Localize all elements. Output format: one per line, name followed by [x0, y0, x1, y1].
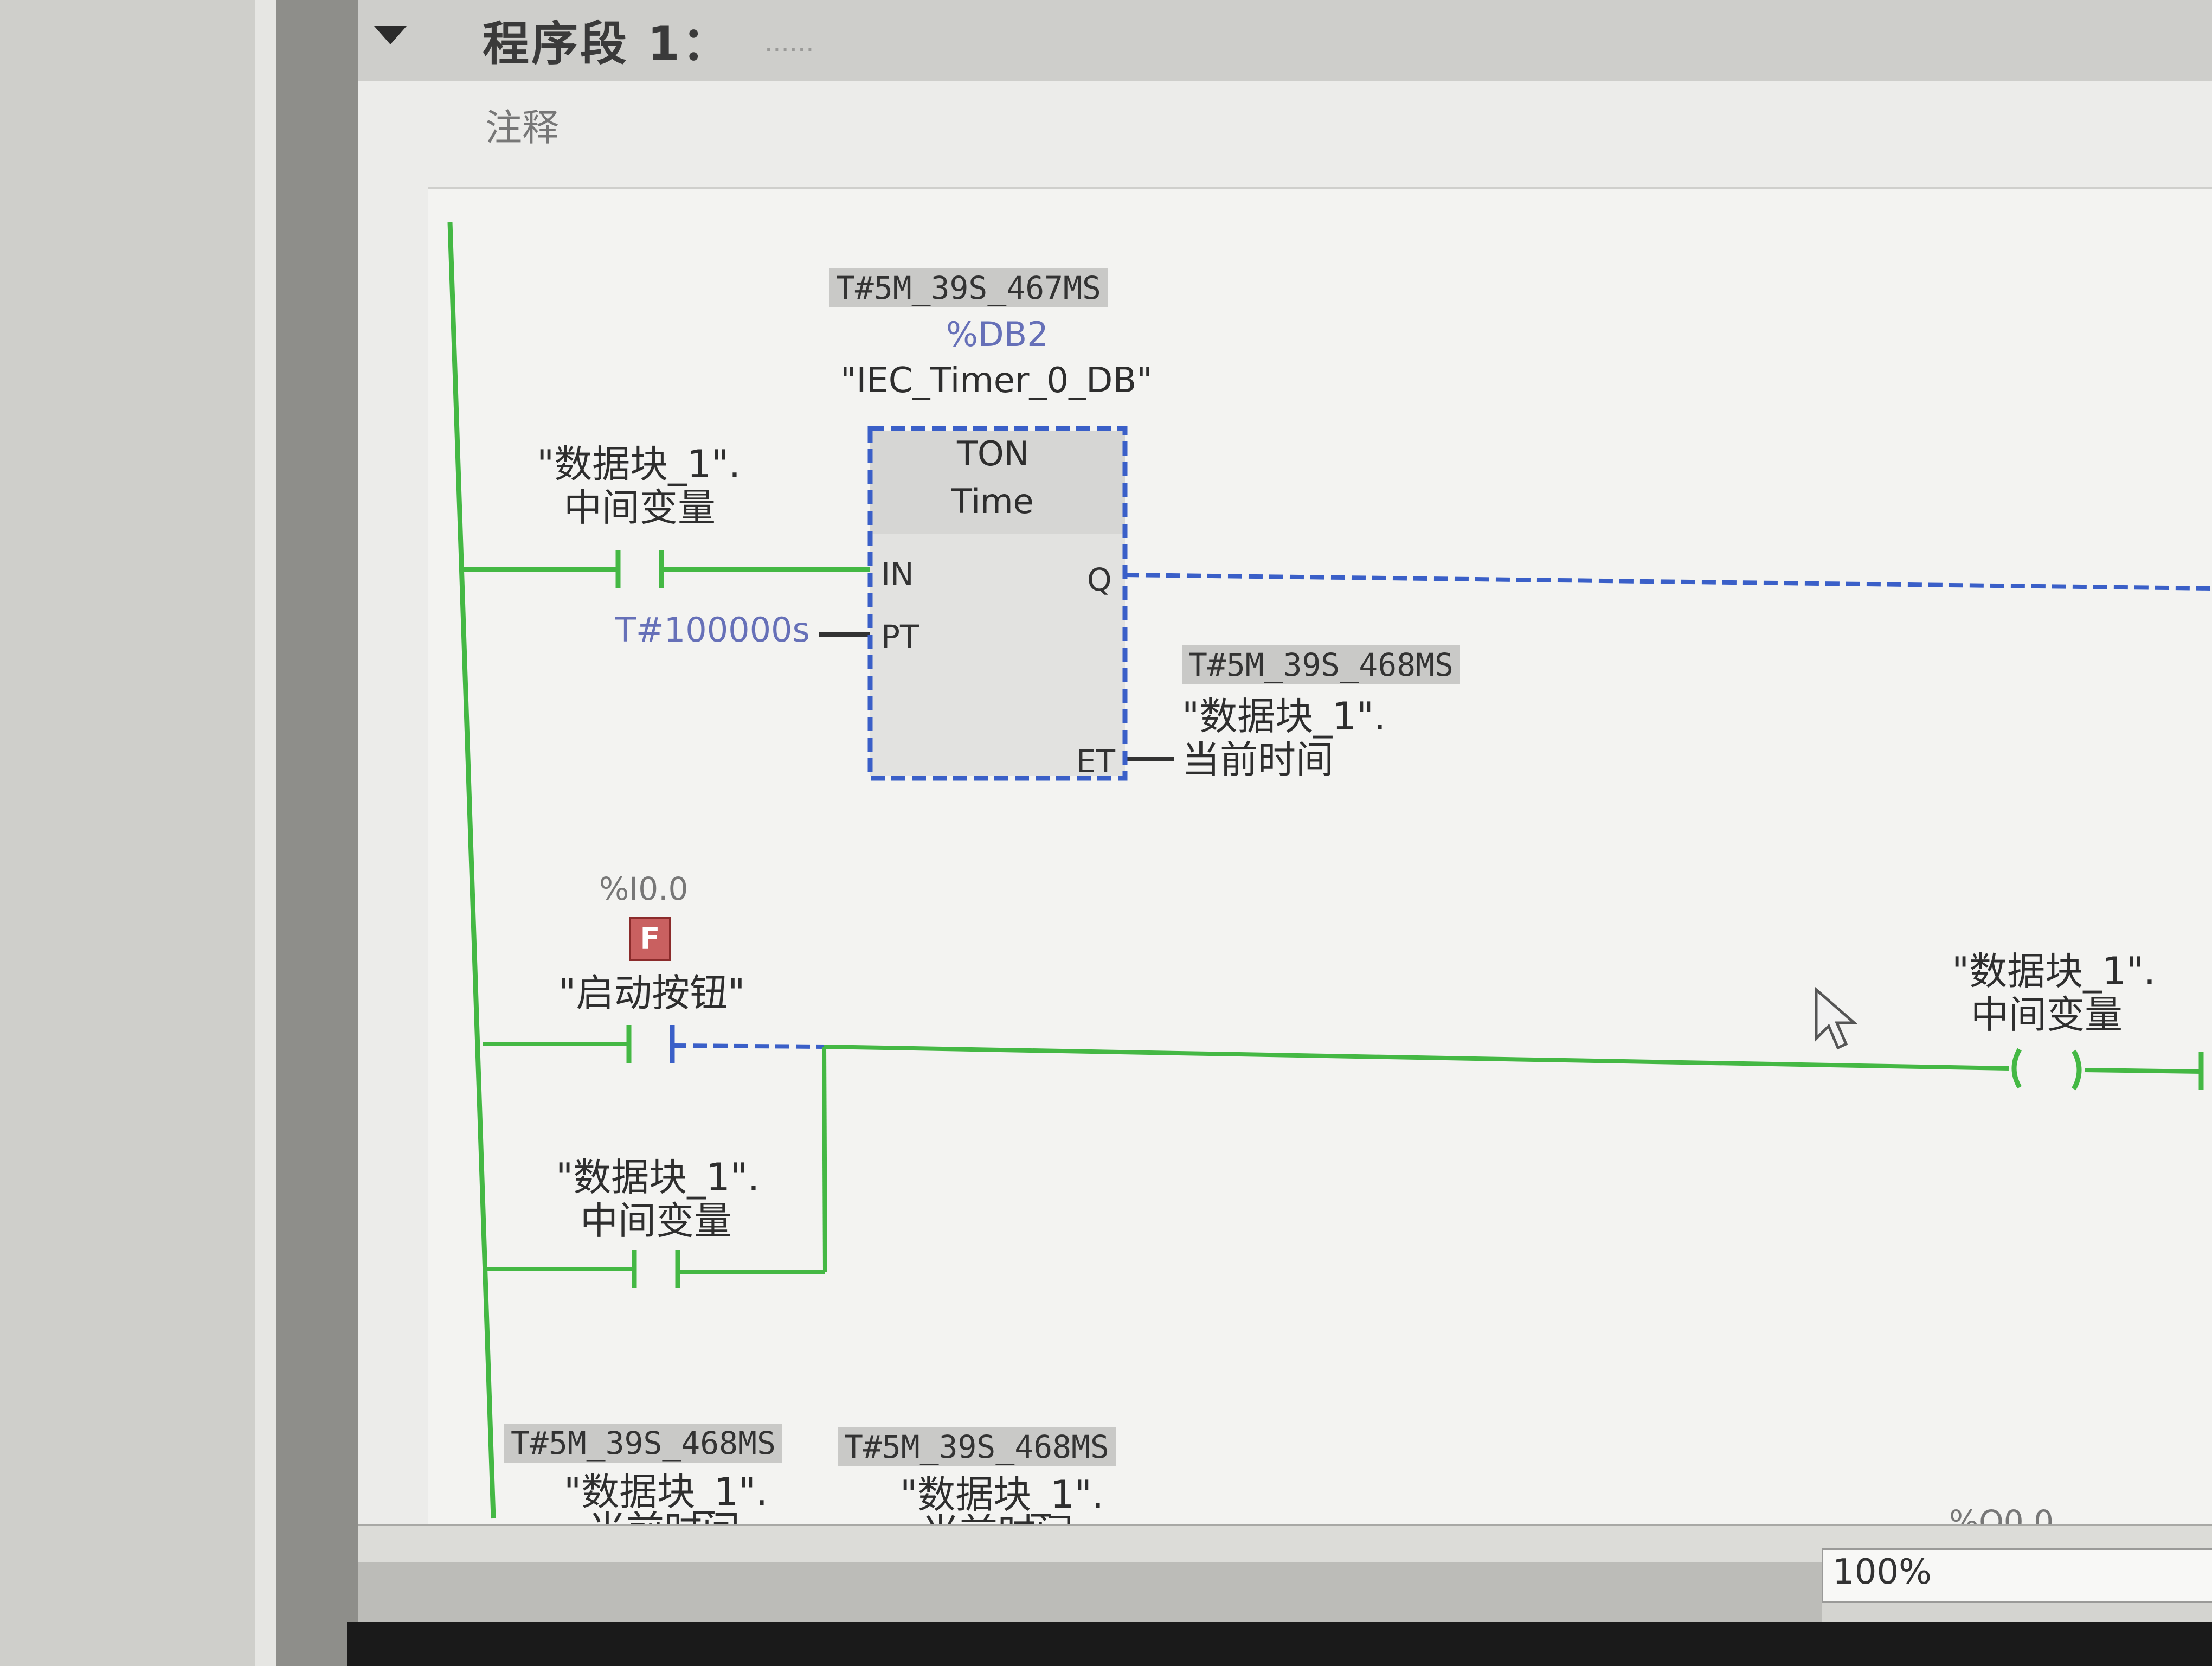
- coil-right-arc: [2072, 1049, 2082, 1091]
- contact-in-tag-line1[interactable]: "数据块_1".: [537, 442, 741, 486]
- bottom-tag-1-line2[interactable]: 当前时间: [588, 1500, 740, 1524]
- et-tag-line2[interactable]: 当前时间: [1182, 738, 1334, 782]
- zoom-field[interactable]: [1822, 1548, 2212, 1603]
- ton-type: TON: [957, 434, 1030, 473]
- network-comment[interactable]: 注释: [485, 107, 560, 150]
- branch-vertical: [822, 1046, 827, 1272]
- force-icon: F: [629, 917, 671, 961]
- coil-tag-line2[interactable]: 中间变量: [1971, 992, 2123, 1037]
- coil-output-wire: [2084, 1068, 2202, 1074]
- network-title-placeholder[interactable]: ......: [764, 27, 814, 57]
- contact-in-tag-line2[interactable]: 中间变量: [564, 485, 716, 530]
- bottom-actual-value-2: T#5M_39S_468MS: [838, 1427, 1116, 1466]
- pt-preset-value[interactable]: T#100000s: [615, 610, 810, 650]
- coil-tag-line1[interactable]: "数据块_1".: [1952, 949, 2156, 994]
- bottom-tag-1-line1[interactable]: "数据块_1".: [564, 1470, 768, 1514]
- monitor-bezel: [347, 1622, 2212, 1666]
- ladder-network-area[interactable]: [428, 187, 2212, 1526]
- zoom-value[interactable]: 100%: [1832, 1552, 1932, 1592]
- ton-block-body[interactable]: [870, 534, 1125, 776]
- bottom-actual-value-1: T#5M_39S_468MS: [504, 1424, 782, 1463]
- ton-block-header[interactable]: [870, 431, 1125, 534]
- left-panel-edge[interactable]: [276, 0, 358, 1666]
- collapse-arrow-icon[interactable]: [374, 26, 407, 44]
- mouse-cursor-icon: [1815, 987, 1857, 1050]
- ton-pin-q: Q: [1087, 561, 1112, 598]
- bottom-tag-2-line1[interactable]: "数据块_1".: [900, 1472, 1104, 1517]
- ton-pin-in: IN: [881, 556, 914, 593]
- ton-pin-et: ET: [1076, 743, 1116, 780]
- ton-actual-value: T#5M_39S_467MS: [829, 268, 1108, 307]
- left-panel-strip: [255, 0, 276, 1666]
- coil-left-arc: [2011, 1048, 2022, 1089]
- ton-db-address: %DB2: [946, 315, 1049, 354]
- et-actual-value: T#5M_39S_468MS: [1182, 645, 1460, 684]
- q-output-wire: [1124, 573, 2212, 591]
- start-contact-output: [672, 1043, 825, 1049]
- ton-box-outline: [867, 426, 1128, 781]
- start-button-address: %I0.0: [599, 870, 689, 907]
- ton-db-name[interactable]: "IEC_Timer_0_DB": [840, 361, 1153, 401]
- network-header: [358, 0, 2212, 81]
- power-rail: [447, 222, 496, 1519]
- et-tag-line1[interactable]: "数据块_1".: [1182, 694, 1386, 739]
- rung2-wire-to-coil: [824, 1045, 2009, 1071]
- hold-contact-tag-line2[interactable]: 中间变量: [580, 1199, 732, 1243]
- hold-contact-tag-line1[interactable]: "数据块_1".: [556, 1155, 760, 1200]
- status-strip: [358, 1562, 1822, 1622]
- ton-pin-pt: PT: [881, 618, 919, 655]
- left-background: [0, 0, 255, 1666]
- bottom-tag-2-line2[interactable]: 当前时间: [922, 1502, 1073, 1525]
- ton-subtype[interactable]: Time: [951, 482, 1034, 521]
- network-title[interactable]: 程序段 1：: [483, 17, 731, 71]
- start-button-name[interactable]: "启动按钮": [558, 971, 745, 1015]
